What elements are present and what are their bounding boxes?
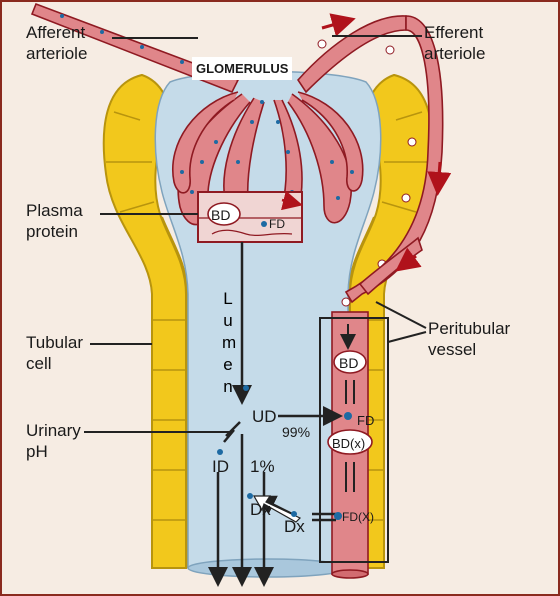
urinary-ph-label: Urinary pH: [26, 420, 81, 462]
lumen-letter: L: [222, 288, 234, 310]
peritubular-vessel-label: Peritubular vessel: [428, 318, 510, 360]
in-urine-percent: 1%: [250, 456, 275, 477]
dx-label-lumen: Dx: [250, 499, 271, 520]
bdx-label: BD(x): [332, 433, 365, 454]
to-blood-percent: 99%: [282, 422, 310, 443]
fdx-label: FD(X): [342, 507, 374, 528]
lumen-letter: n: [222, 376, 234, 398]
glomerulus-title: GLOMERULUS: [192, 57, 292, 80]
tubular-cell-label: Tubular cell: [26, 332, 83, 374]
lumen-label: L u m e n: [222, 288, 234, 398]
lumen-letter: u: [222, 310, 234, 332]
bd-label-top: BD: [211, 205, 230, 226]
dx-label-cell: Dx: [284, 516, 305, 537]
bd-label-peri: BD: [339, 353, 358, 374]
afferent-arteriole-label: Afferent arteriole: [26, 22, 87, 64]
lumen-letter: e: [222, 354, 234, 376]
id-label: ID: [212, 456, 229, 477]
fd-label-peri: FD: [357, 410, 374, 431]
plasma-protein-label: Plasma protein: [26, 200, 83, 242]
ud-label: UD: [252, 406, 277, 427]
fd-label-top: FD: [269, 214, 285, 235]
efferent-arteriole-label: Efferent arteriole: [424, 22, 485, 64]
lumen-letter: m: [222, 332, 234, 354]
